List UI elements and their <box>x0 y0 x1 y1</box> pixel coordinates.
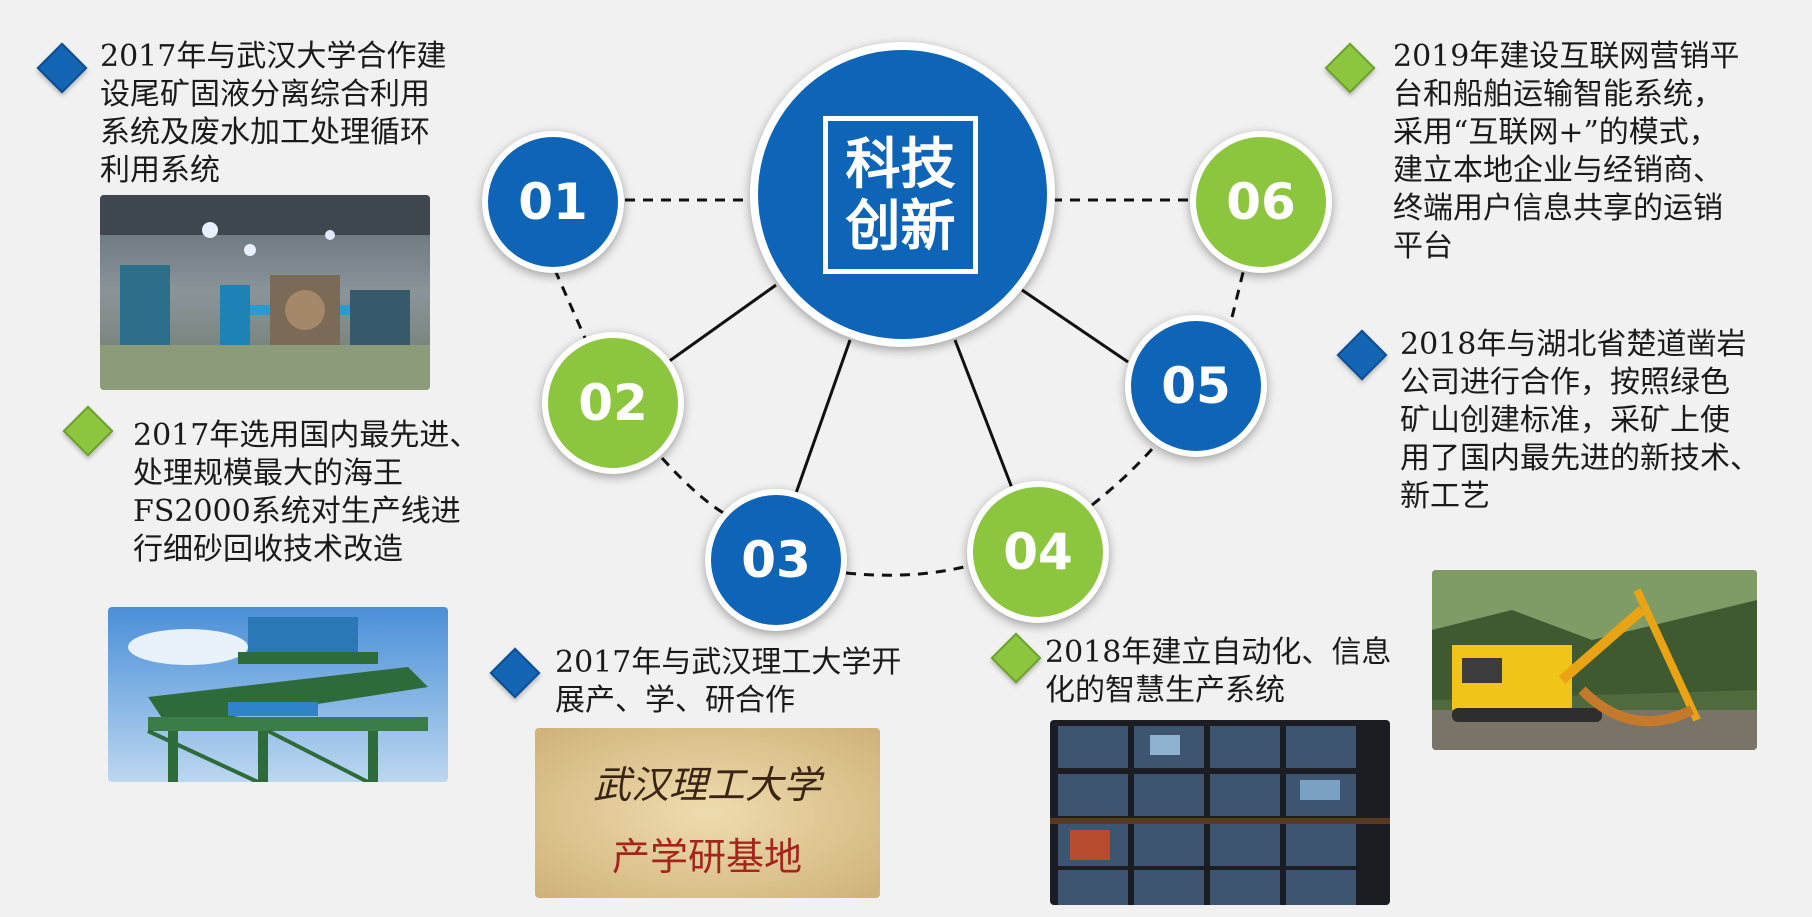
item-3-text: 2017年与武汉理工大学开 展产、学、研合作 <box>555 645 902 718</box>
dash-02-03 <box>660 456 728 517</box>
node-01-label: 01 <box>518 173 588 231</box>
item-4-text: 2018年建立自动化、信息 化的智慧生产系统 <box>1045 635 1392 708</box>
plaque-subtitle: 产学研基地 <box>612 835 802 879</box>
node-01: 01 <box>482 131 624 273</box>
item-5-text: 2018年与湖北省楚道凿岩 公司进行合作，按照绿色 矿山创建标准，采矿上使 用了… <box>1400 327 1760 514</box>
spoke-03 <box>793 339 852 497</box>
item-3-university-plaque-photo: 武汉理工大学 产学研基地 <box>535 728 880 898</box>
dash-04-05 <box>1091 439 1162 507</box>
spoke-05 <box>1021 288 1129 364</box>
node-03-label: 03 <box>741 531 811 589</box>
node-02: 02 <box>542 332 684 474</box>
node-06: 06 <box>1190 131 1332 273</box>
spoke-02 <box>667 283 777 364</box>
center-line-1: 科技 <box>845 132 956 196</box>
plaque-calligraphy: 武汉理工大学 <box>593 763 825 807</box>
node-05-label: 05 <box>1161 357 1231 415</box>
node-05: 05 <box>1125 315 1267 457</box>
dash-05-06 <box>1230 272 1245 318</box>
center-line-2: 创新 <box>845 194 956 258</box>
item-5-drilling-rig-photo <box>1432 570 1757 750</box>
item-6-text: 2019年建设互联网营销平 台和船舶运输智能系统， 采用“互联网+”的模式， 建… <box>1393 39 1740 264</box>
node-04-label: 04 <box>1003 523 1073 581</box>
node-04: 04 <box>967 481 1109 623</box>
node-02-label: 02 <box>578 374 648 432</box>
item-2-steel-structure-photo <box>108 607 448 782</box>
dash-03-04 <box>845 563 973 577</box>
center-circle <box>750 42 1055 347</box>
item-2-text: 2017年选用国内最先进、 处理规模最大的海王 FS2000系统对生产线进 行细… <box>133 418 480 567</box>
dash-01-02 <box>553 269 587 339</box>
item-1-text: 2017年与武汉大学合作建 设尾矿固液分离综合利用 系统及废水加工处理循环 利用… <box>100 39 447 188</box>
item-1-industrial-plant-photo <box>100 195 430 390</box>
spoke-04 <box>953 339 1014 489</box>
center-label-box: 科技 创新 <box>823 116 978 274</box>
item-4-monitoring-wall-photo <box>1050 720 1390 905</box>
node-03: 03 <box>705 489 847 631</box>
node-06-label: 06 <box>1226 173 1296 231</box>
